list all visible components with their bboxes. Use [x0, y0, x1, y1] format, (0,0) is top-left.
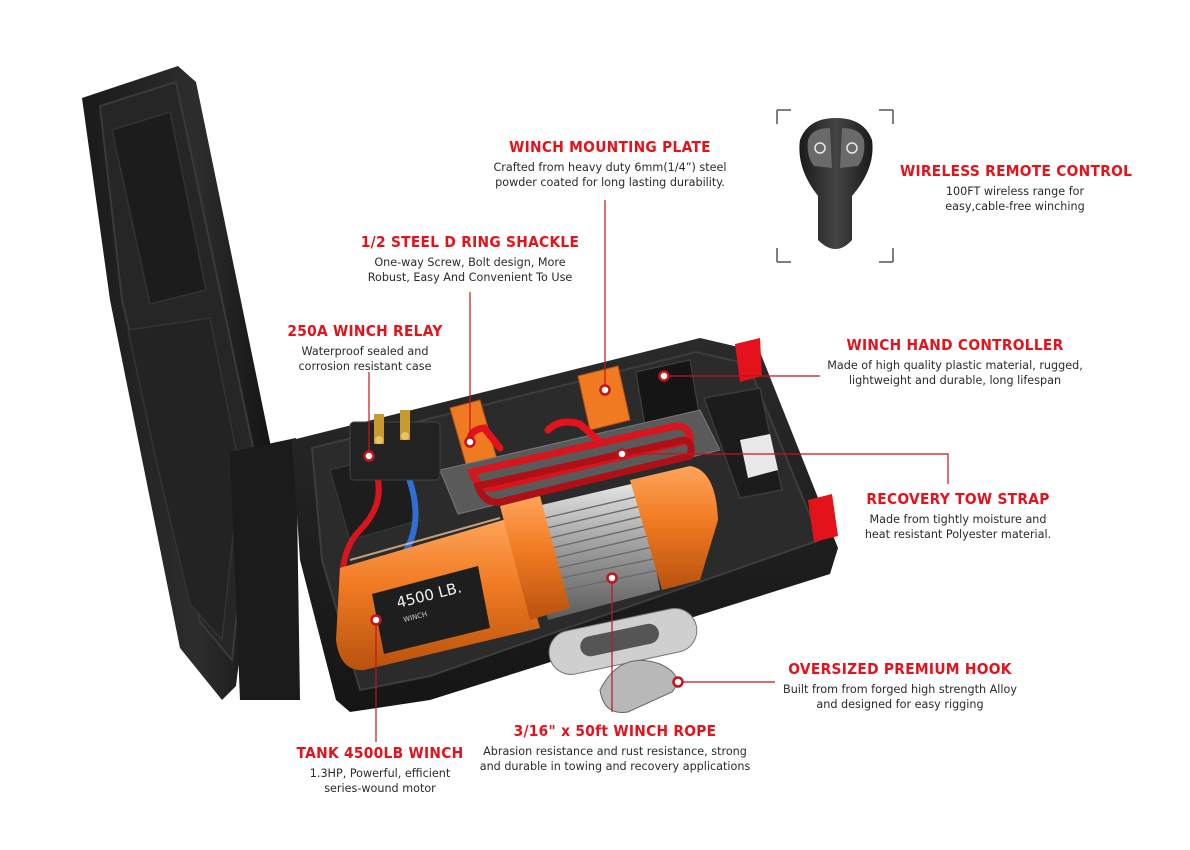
wireless-remote [776, 109, 894, 263]
relay-title: 250A WINCH RELAY [287, 322, 443, 340]
winch-desc: 1.3HP, Powerful, efficient series-wound … [309, 767, 451, 795]
callout-tow-strap: RECOVERY TOW STRAP Made from tightly moi… [838, 490, 1078, 542]
winch-relay [349, 410, 441, 481]
callout-hook: OVERSIZED PREMIUM HOOK Built from from f… [755, 660, 1045, 712]
remote-desc: 100FT wireless range for easy,cable-free… [945, 185, 1085, 213]
hook-title: OVERSIZED PREMIUM HOOK [788, 660, 1012, 678]
callout-relay: 250A WINCH RELAY Waterproof sealed and c… [250, 322, 480, 374]
rope-title: 3/16" x 50ft WINCH ROPE [513, 722, 717, 740]
remote-button-left [807, 128, 832, 168]
rope-desc: Abrasion resistance and rust resistance,… [479, 745, 751, 773]
callout-rope: 3/16" x 50ft WINCH ROPE Abrasion resista… [460, 722, 770, 774]
hand-controller-desc: Made of high quality plastic material, r… [827, 359, 1083, 387]
callout-remote: WIRELESS REMOTE CONTROL 100FT wireless r… [890, 162, 1140, 214]
relay-desc: Waterproof sealed and corrosion resistan… [298, 345, 432, 373]
leader-dots [363, 370, 684, 688]
tow-strap-desc: Made from tightly moisture and heat resi… [864, 513, 1052, 541]
hand-controller-title: WINCH HAND CONTROLLER [846, 336, 1064, 354]
winch-title: TANK 4500LB WINCH [296, 744, 464, 762]
tow-strap-title: RECOVERY TOW STRAP [866, 490, 1050, 508]
callout-shackle: 1/2 STEEL D RING SHACKLE One-way Screw, … [330, 233, 610, 285]
remote-button-right [840, 128, 865, 168]
callout-winch: TANK 4500LB WINCH 1.3HP, Powerful, effic… [270, 744, 490, 796]
callout-hand-controller: WINCH HAND CONTROLLER Made of high quali… [805, 336, 1105, 388]
case-lid [82, 66, 300, 700]
callout-mounting-plate: WINCH MOUNTING PLATE Crafted from heavy … [470, 138, 750, 190]
shackle-title: 1/2 STEEL D RING SHACKLE [360, 233, 580, 251]
shackle-desc: One-way Screw, Bolt design, More Robust,… [367, 256, 573, 284]
mounting-plate-title: WINCH MOUNTING PLATE [509, 138, 711, 156]
leader-lines [368, 200, 949, 742]
winch-unit [336, 466, 718, 714]
remote-title: WIRELESS REMOTE CONTROL [900, 162, 1133, 180]
hook-desc: Built from from forged high strength All… [783, 683, 1017, 711]
mounting-plate-desc: Crafted from heavy duty 6mm(1/4”) steel … [493, 161, 727, 189]
